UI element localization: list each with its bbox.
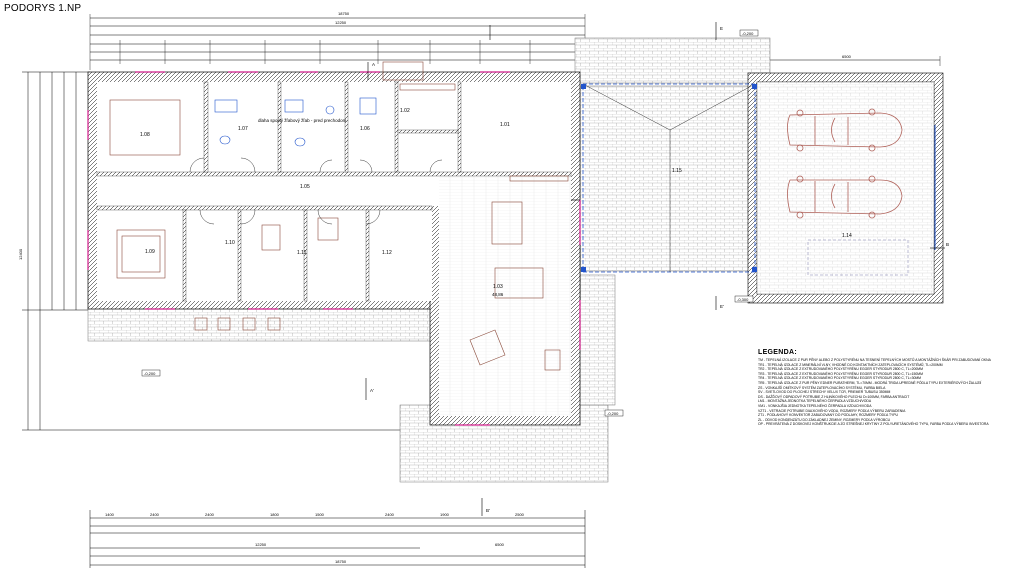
section-markers [365, 22, 945, 516]
section-mark-e-prime: E' [720, 304, 724, 309]
room-label-1-06: 1.06 [360, 126, 370, 132]
room-label-1-09: 1.09 [145, 249, 155, 255]
door-swings [189, 157, 443, 225]
sheet-title: PODORYS 1.NP [4, 3, 82, 14]
height-marker-2: -0,300 [737, 297, 749, 302]
room-label-1-10: 1.10 [225, 240, 235, 246]
dim-bottom-total: 18750 [335, 559, 347, 564]
hall-note: dlaha spojitý žľabový žľab - pred precho… [258, 118, 347, 123]
section-mark-b: B [946, 242, 949, 247]
height-marker-3: -0,200 [144, 371, 156, 376]
bathroom-fixtures [214, 97, 377, 147]
partition-walls [96, 81, 572, 302]
section-mark-a: A [372, 62, 375, 67]
height-marker-4: -0,200 [607, 411, 619, 416]
room-label-1-15: 1.15 [672, 168, 682, 174]
dim-bottom-part-4: 1800 [270, 512, 280, 517]
height-marker-1: -0,200 [742, 31, 754, 36]
room-area-1-03: 48,86 [492, 292, 504, 297]
room-label-1-05: 1.05 [300, 184, 310, 190]
windows [87, 71, 581, 426]
dim-bottom-part-5: 1500 [315, 512, 325, 517]
room-label-1-11: 1.11 [297, 250, 307, 256]
room-label-1-02: 1.02 [400, 108, 410, 114]
dim-bottom-part-3: 2400 [205, 512, 215, 517]
house-walls [87, 71, 581, 426]
room-label-1-01: 1.01 [500, 122, 510, 128]
carport-roof-outline [582, 83, 756, 273]
dim-overall-top: 18750 [338, 11, 350, 16]
garage [747, 72, 944, 304]
legend-title: LEGENDA: [758, 349, 797, 356]
carport-columns [581, 84, 757, 272]
top-dimension-chains [89, 14, 941, 70]
dim-left-total: 12400 [18, 248, 23, 260]
dim-bottom-part-2: 2400 [150, 512, 160, 517]
left-dimension-chains [22, 71, 420, 431]
room-label-1-07: 1.07 [238, 126, 248, 132]
room-label-1-12: 1.12 [382, 250, 392, 256]
dim-bottom-part-1: 1400 [105, 512, 115, 517]
room-label-1-14: 1.14 [842, 233, 852, 239]
car-lower [787, 175, 903, 219]
bottom-dimension-chains [89, 510, 586, 568]
dim-bottom-b: 6500 [495, 542, 505, 547]
dim-bottom-a: 12250 [255, 542, 267, 547]
section-mark-e: E [720, 26, 723, 31]
section-mark-a-prime: A' [370, 388, 374, 393]
room-label-1-08: 1.08 [140, 132, 150, 138]
legend-body: Tm - TEPELNÁ IZOLACE Z PUR PĚNY ALEBO Z … [758, 358, 991, 427]
garage-dashed-outline [807, 239, 909, 276]
room-label-1-03: 1.03 [493, 284, 503, 290]
dim-bottom-part-8: 2500 [515, 512, 525, 517]
dim-bottom-part-7: 1900 [440, 512, 450, 517]
legend: LEGENDA: Tm - TEPELNÁ IZOLACE Z PUR PĚNY… [758, 349, 1020, 427]
furniture [109, 61, 569, 371]
dim-bottom-part-6: 2400 [385, 512, 395, 517]
section-mark-b-prime: B' [486, 508, 490, 513]
car-upper [787, 108, 903, 152]
dim-top-sub-a: 12250 [335, 20, 347, 25]
dim-top-sub-b: 6500 [842, 54, 852, 59]
height-markers [141, 29, 759, 417]
